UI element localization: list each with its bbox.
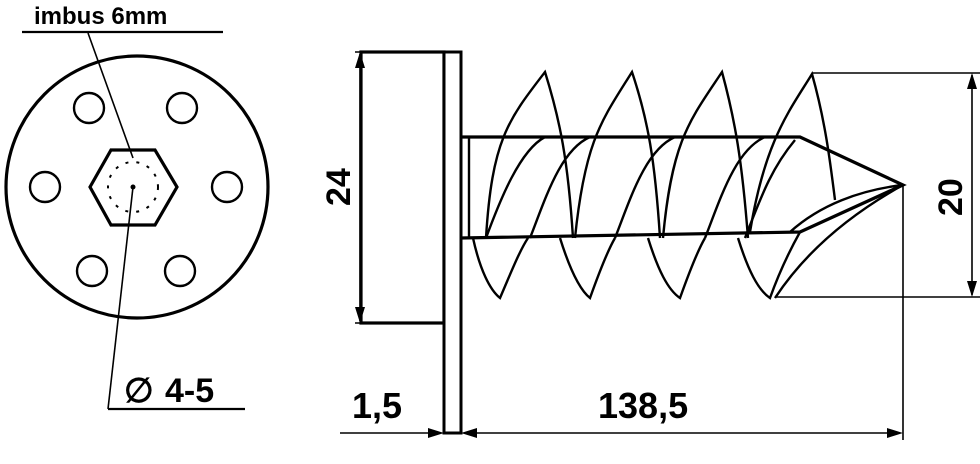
hex-callout-label: imbus 6mm	[34, 3, 167, 30]
hole-callout-label: 4-5	[165, 372, 214, 410]
screw-head	[359, 50, 446, 325]
thread-helix-1	[484, 135, 546, 239]
dim-138-5-arrow-right	[887, 428, 903, 438]
hole-bottom-right	[163, 254, 197, 288]
thread-flank-2	[558, 69, 662, 300]
dim-20-arrow-top	[967, 73, 977, 89]
dim-138-5-arrow-left	[461, 428, 477, 438]
hole-top-left	[72, 91, 106, 125]
hex-leader-line	[87, 32, 134, 159]
hole-top-right	[165, 91, 199, 125]
dim-1-5-label: 1,5	[352, 385, 402, 426]
hex-inner-dashed-circle	[107, 161, 159, 213]
hole-left	[28, 170, 62, 204]
thread-helix-4	[703, 135, 766, 239]
dim-20-arrow-bottom	[967, 281, 977, 297]
front-view: imbus 6mm ∅ 4-5	[4, 3, 270, 411]
dim-1-5-arrow	[428, 428, 444, 438]
screw-tip	[773, 183, 904, 299]
thread-helix-3	[613, 135, 676, 239]
hole-right	[210, 170, 244, 204]
hex-socket-icon	[88, 148, 179, 227]
side-view	[359, 50, 907, 435]
dim-138-5-label: 138,5	[598, 385, 688, 426]
dim-20-label: 20	[932, 178, 970, 216]
dim-24-arrow-bottom	[355, 307, 365, 323]
thread-flank-3	[646, 69, 750, 300]
head-outline-circle	[4, 54, 270, 320]
thread-helix-2	[528, 135, 591, 239]
hole-leader-line	[107, 186, 134, 410]
dim-24-label: 24	[320, 168, 358, 206]
diameter-symbol: ∅	[124, 372, 154, 410]
hole-bottom-left	[75, 254, 109, 288]
dim-24-arrow-top	[355, 52, 365, 68]
dimensions: 24 20 1,5 138,5	[320, 51, 980, 440]
thread-flank-1	[471, 69, 575, 300]
washer-plate	[442, 50, 463, 435]
thread-helix-5	[743, 139, 796, 239]
thread-flank-4	[736, 71, 837, 300]
